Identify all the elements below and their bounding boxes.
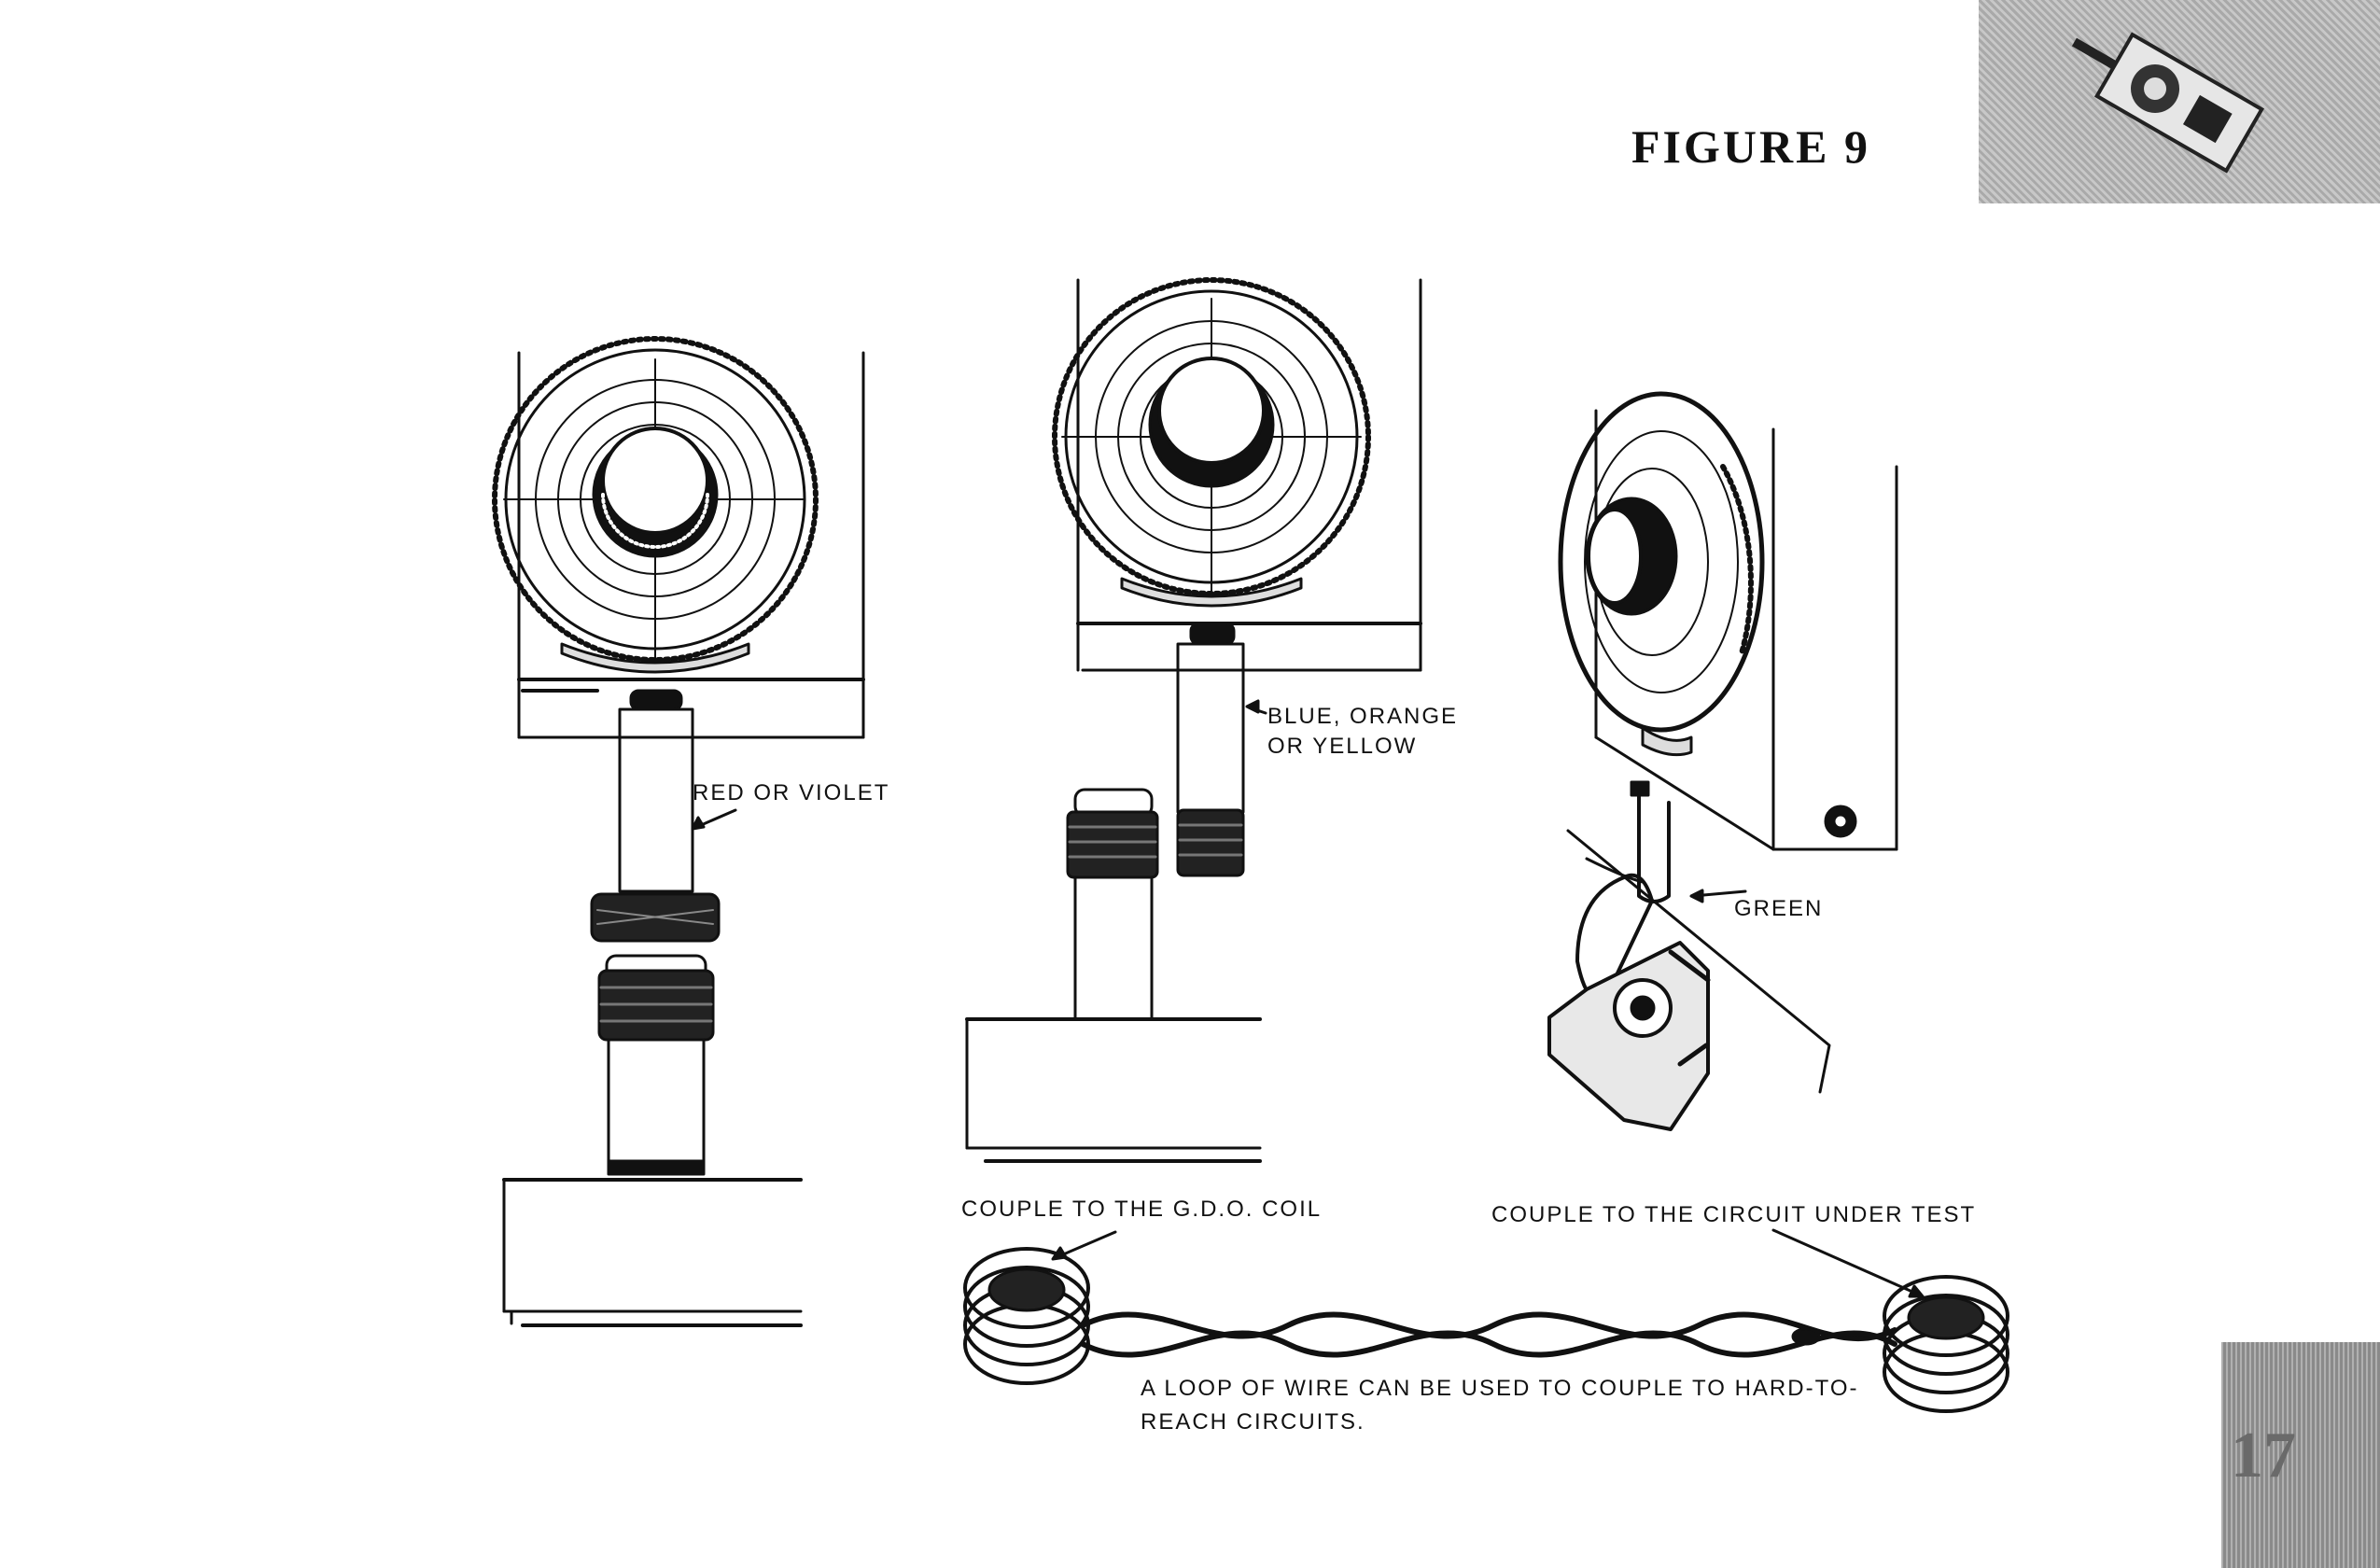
twisted-wire-pair	[1080, 1311, 1897, 1358]
device-photo-icon	[2071, 32, 2265, 174]
label-red-or-violet: RED OR VIOLET	[693, 780, 890, 805]
tuning-knob-right	[1585, 497, 1678, 616]
tuning-knob-left	[592, 427, 719, 558]
gdo-middle-instrument	[1076, 278, 1422, 672]
device-photo-thumbnail	[1979, 0, 2380, 203]
label-couple-gdo-coil: COUPLE TO THE G.D.O. COIL	[961, 1197, 1323, 1222]
page-number: 17	[2231, 1420, 2296, 1491]
coupling-loop-left-coil	[963, 1247, 1090, 1385]
figure-title: FIGURE 9	[1631, 120, 1870, 173]
coil-plug-red-violet	[590, 689, 721, 1176]
arrow-blue-orange	[1245, 699, 1260, 714]
tuning-dial-right	[1558, 391, 1765, 757]
coil-box-middle	[965, 1017, 1262, 1163]
label-or-yellow: OR YELLOW	[1267, 734, 1418, 759]
coil-socket-middle	[1066, 788, 1159, 1021]
green-loop-coil	[1630, 780, 1671, 903]
caption-line-1: A LOOP OF WIRE CAN BE USED TO COUPLE TO …	[1141, 1376, 1859, 1401]
coupling-loop-right-coil	[1883, 1275, 2009, 1413]
coil-plug-blue-orange-yellow	[1176, 622, 1245, 877]
tuning-knob-middle	[1148, 357, 1275, 488]
label-green: GREEN	[1734, 896, 1824, 921]
coupled-circuit-component	[1547, 829, 1831, 1131]
arrow-circuit-under-test	[1908, 1284, 1925, 1298]
arrow-green	[1689, 889, 1704, 903]
label-couple-circuit-under-test: COUPLE TO THE CIRCUIT UNDER TEST	[1491, 1202, 1977, 1227]
arrow-gdo-coil	[1051, 1246, 1068, 1261]
leader-circuit-under-test	[1771, 1228, 1923, 1297]
coil-box-left	[502, 1178, 803, 1327]
page-edge-tab	[2221, 1342, 2380, 1568]
label-blue-orange: BLUE, ORANGE	[1267, 704, 1459, 729]
caption-line-2: REACH CIRCUITS.	[1141, 1409, 1365, 1435]
arrow-red-violet	[691, 816, 706, 831]
